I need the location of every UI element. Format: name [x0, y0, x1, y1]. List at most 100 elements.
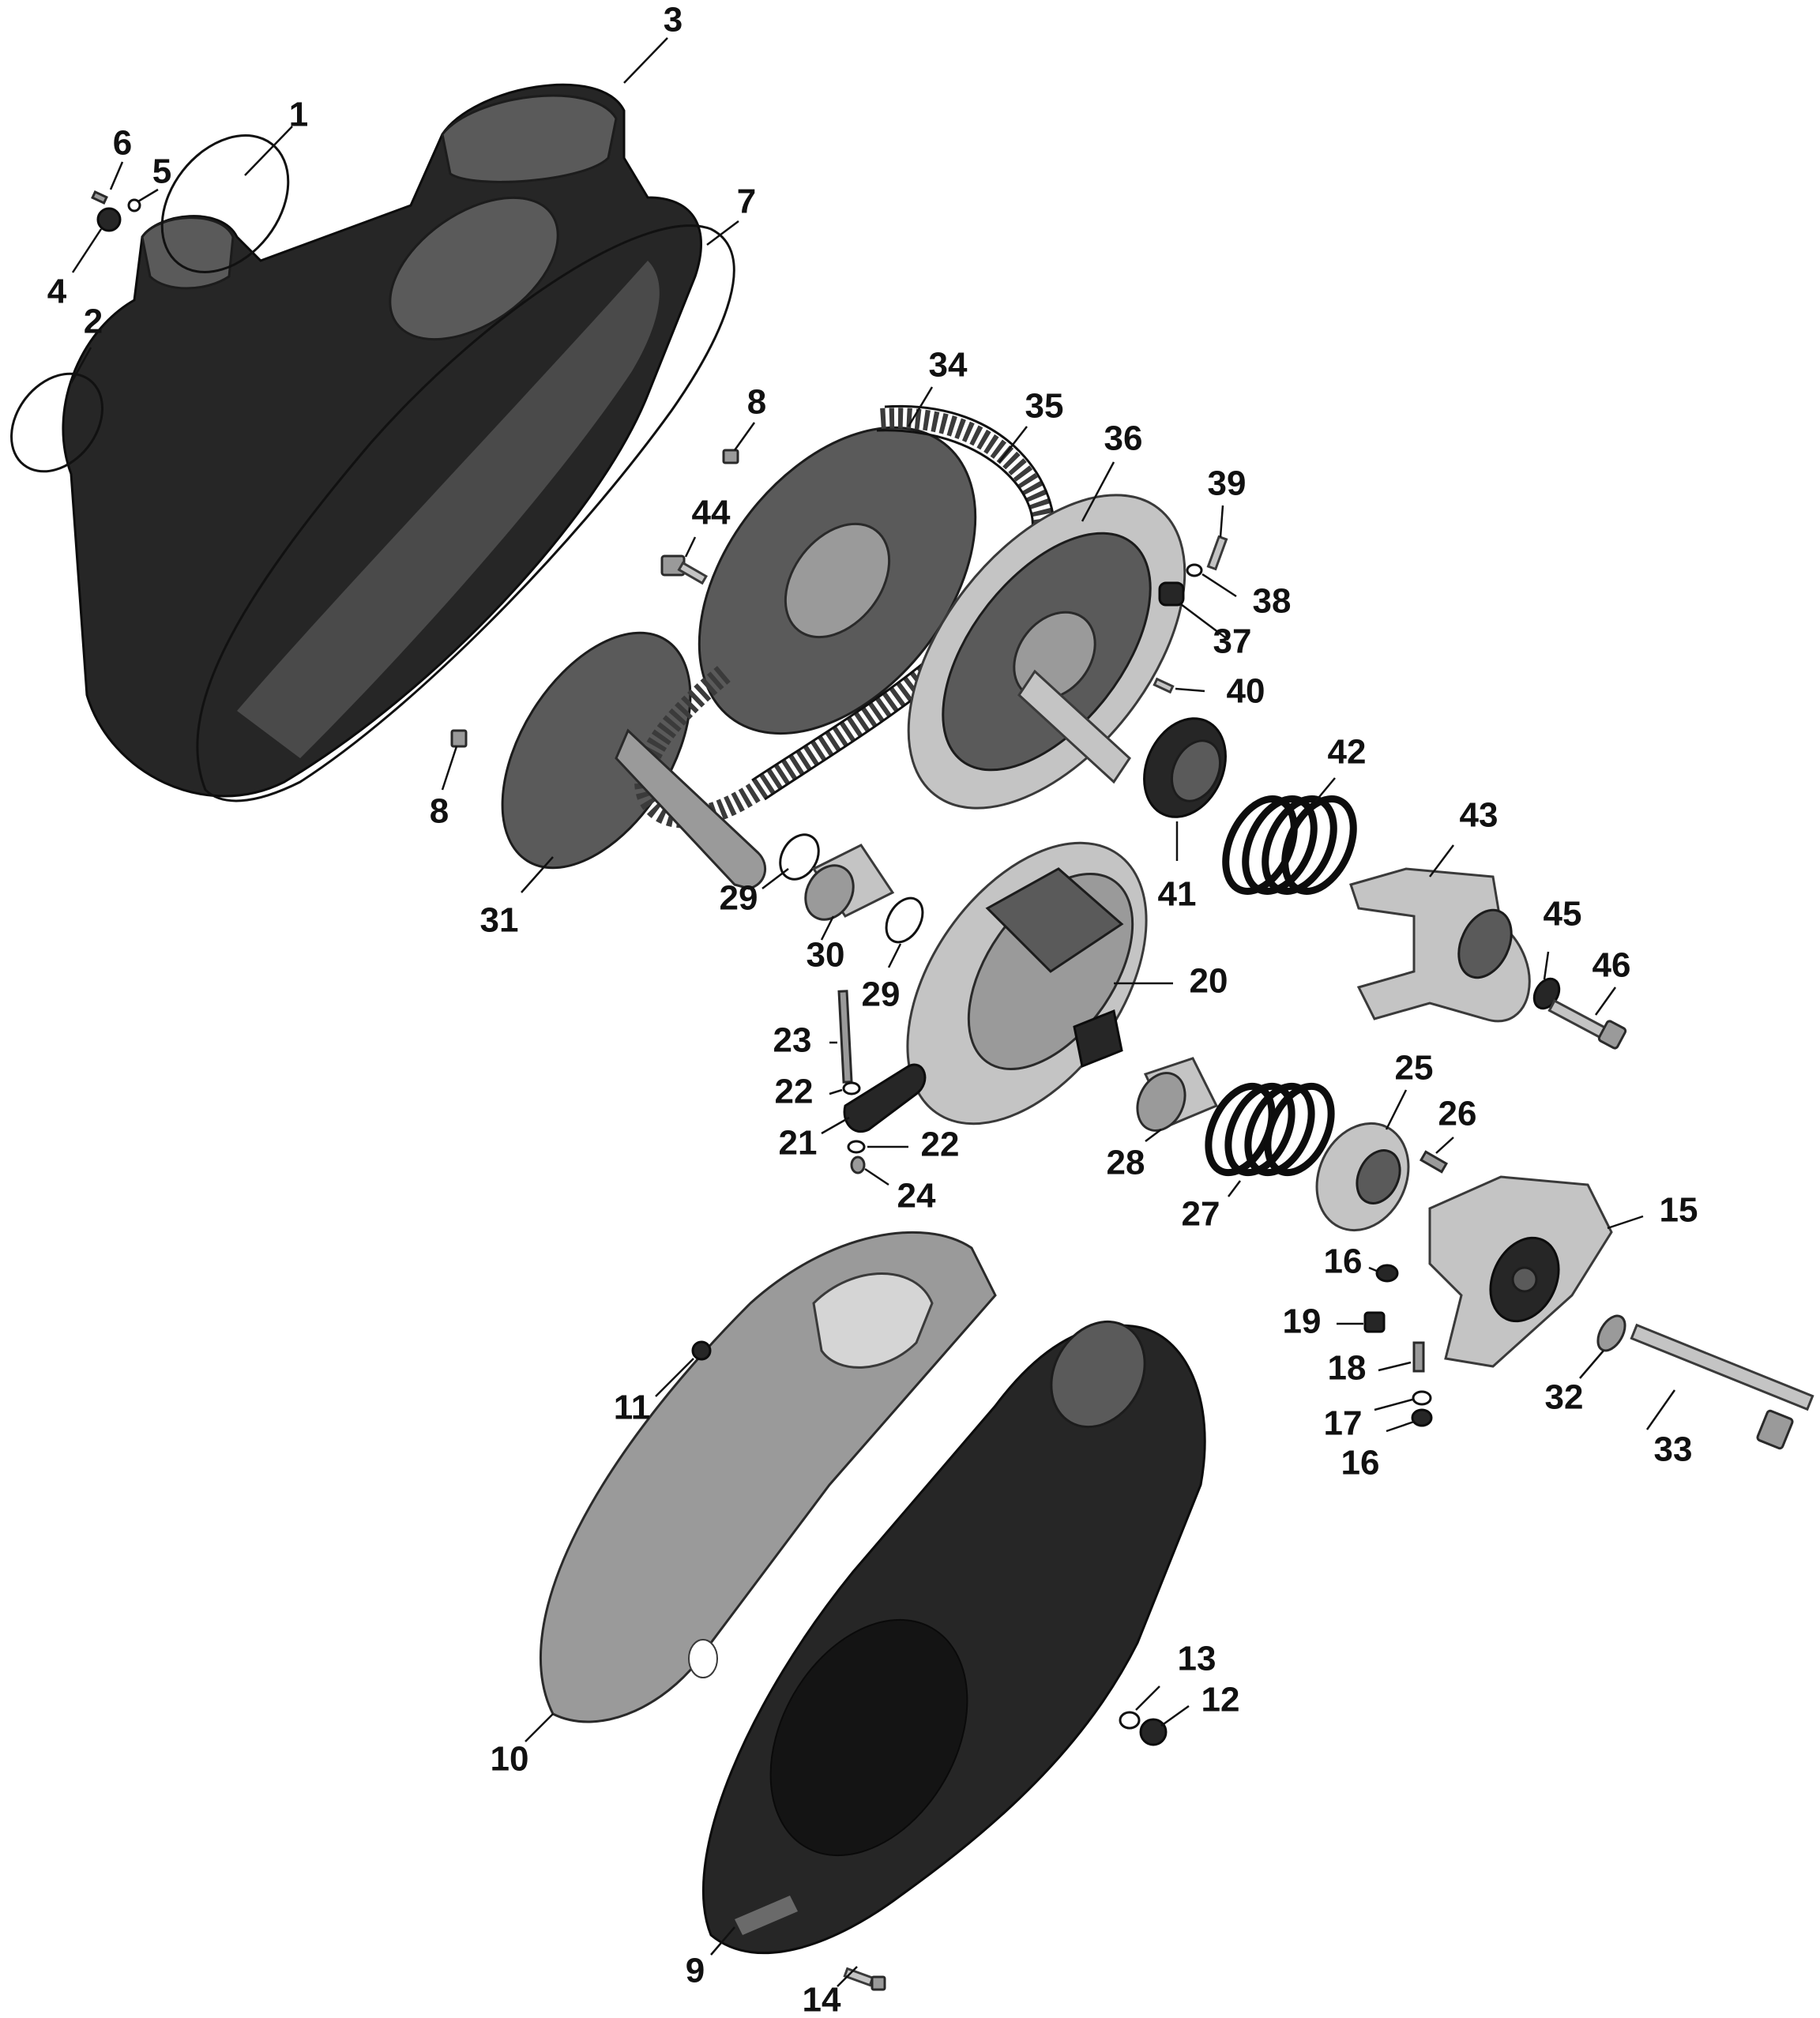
- callout-26: 26: [1438, 1095, 1477, 1133]
- callout-1: 1: [289, 96, 308, 134]
- callout-36: 36: [1104, 419, 1143, 458]
- callout-45: 45: [1544, 895, 1582, 934]
- callout-24: 24: [897, 1177, 936, 1216]
- part-hub-25: [1315, 1122, 1410, 1232]
- part-bolt-39: [1206, 535, 1228, 571]
- callout-41: 41: [1158, 875, 1197, 914]
- part-sleeve-41: [1143, 717, 1227, 818]
- part-cover-gasket: [196, 224, 735, 802]
- part-washer-22-upper: [842, 1081, 861, 1095]
- callout-38: 38: [1253, 582, 1292, 621]
- part-bolt-26: [1419, 1150, 1449, 1174]
- part-washer-38: [1186, 563, 1203, 577]
- part-bushing-30: [804, 844, 895, 921]
- part-oring-17: [1412, 1390, 1432, 1406]
- callout-16-lower: 16: [1341, 1444, 1380, 1482]
- part-oring-29-right: [885, 896, 924, 944]
- part-inner-cover-9: [701, 1320, 1206, 1955]
- part-oring-29-left: [779, 833, 820, 881]
- callout-10: 10: [491, 1740, 529, 1779]
- part-oring-1: [160, 134, 290, 273]
- part-roller-37: [1158, 581, 1185, 607]
- part-fastener-11: [691, 1340, 712, 1361]
- part-screw-6: [91, 190, 108, 205]
- callout-8-upper: 8: [747, 383, 766, 422]
- callout-7: 7: [737, 182, 756, 221]
- part-washer-32: [1596, 1314, 1626, 1352]
- callout-12: 12: [1201, 1681, 1240, 1719]
- part-movable-sheave-20: [906, 841, 1148, 1125]
- callout-30: 30: [807, 936, 845, 975]
- part-heat-shield-10: [540, 1231, 997, 1723]
- callout-32: 32: [1545, 1378, 1584, 1417]
- callout-42: 42: [1328, 733, 1367, 772]
- part-cam-43: [1349, 867, 1531, 1023]
- part-spring-27: [1205, 1082, 1335, 1177]
- part-outer-cover: [62, 83, 702, 798]
- callout-2: 2: [84, 303, 103, 341]
- callout-34: 34: [929, 346, 968, 385]
- part-slider-19: [1363, 1311, 1386, 1333]
- callout-19: 19: [1283, 1302, 1322, 1341]
- part-pin-18: [1412, 1341, 1425, 1373]
- callout-11: 11: [614, 1389, 651, 1427]
- callout-35: 35: [1025, 387, 1064, 426]
- callout-21: 21: [779, 1124, 818, 1163]
- callout-37: 37: [1213, 622, 1252, 661]
- part-plug-4: [96, 207, 122, 232]
- part-bolt-33: [1630, 1323, 1814, 1450]
- part-oring-2: [10, 372, 103, 473]
- part-bolt-46: [1547, 999, 1627, 1050]
- callout-46: 46: [1592, 946, 1631, 985]
- part-washer-45: [1532, 977, 1561, 1010]
- callout-numbers: 1 2 3 4 5 6 7 8 8 9 10 11 12 13 14 15 16…: [47, 1, 1698, 2018]
- callout-14: 14: [803, 1981, 841, 2018]
- part-weight-21: [843, 1063, 927, 1133]
- part-nut-12: [1139, 1718, 1168, 1746]
- part-pin-23: [837, 990, 853, 1084]
- callout-8-lower: 8: [430, 792, 449, 831]
- callout-15: 15: [1660, 1191, 1698, 1230]
- part-bolt-8-lower: [450, 729, 468, 748]
- part-bushing-28: [1136, 1057, 1219, 1132]
- callout-33: 33: [1654, 1430, 1693, 1469]
- callout-18: 18: [1328, 1349, 1367, 1388]
- callout-16-upper: 16: [1324, 1242, 1363, 1281]
- part-bolt-44: [660, 554, 708, 585]
- callout-28: 28: [1107, 1144, 1145, 1182]
- part-plug-16-lower: [1411, 1408, 1433, 1427]
- callout-6: 6: [113, 124, 132, 163]
- part-washer-22-lower: [847, 1140, 866, 1154]
- part-washer-13: [1119, 1711, 1141, 1730]
- part-plug-16-upper: [1375, 1264, 1399, 1283]
- part-spider-15: [1428, 1175, 1613, 1368]
- callout-40: 40: [1227, 672, 1265, 711]
- part-sheave-34: [698, 426, 977, 735]
- part-oring-5: [127, 198, 141, 212]
- part-nut-24: [850, 1156, 866, 1174]
- callout-29-right: 29: [862, 975, 901, 1014]
- part-sheave-31: [501, 631, 692, 870]
- part-drive-shaft: [615, 728, 766, 890]
- callout-9: 9: [686, 1952, 705, 1990]
- callout-13: 13: [1178, 1640, 1216, 1678]
- callout-22-upper: 22: [775, 1073, 814, 1111]
- callout-39: 39: [1208, 464, 1247, 503]
- callout-43: 43: [1460, 796, 1498, 835]
- callout-3: 3: [664, 1, 682, 39]
- callout-25: 25: [1395, 1049, 1434, 1088]
- callout-20: 20: [1190, 962, 1228, 1001]
- callout-27: 27: [1182, 1195, 1220, 1234]
- part-screw-40: [1153, 677, 1175, 694]
- callout-31: 31: [480, 901, 519, 940]
- part-spring-42: [1222, 795, 1357, 895]
- callout-44: 44: [692, 494, 731, 532]
- callout-4: 4: [47, 272, 67, 311]
- callout-23: 23: [773, 1021, 812, 1060]
- part-fixed-sheave-36: [907, 494, 1186, 810]
- callout-29-left: 29: [720, 879, 758, 918]
- callout-17: 17: [1324, 1404, 1363, 1443]
- callout-22-lower: 22: [921, 1125, 960, 1164]
- part-bolt-8-upper: [722, 449, 739, 464]
